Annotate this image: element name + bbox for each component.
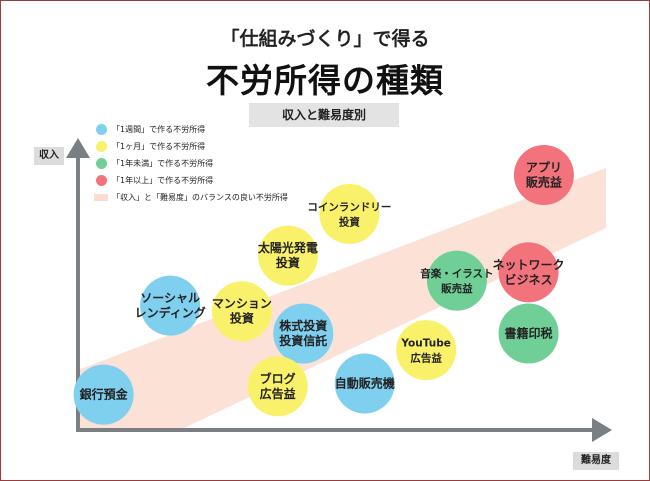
legend-label: 「1年以上」で作る不労所得 — [112, 176, 214, 185]
bubble-label: 投資 — [276, 255, 300, 270]
bubble-株式投資 投資信託: 株式投資投資信託 — [273, 303, 334, 364]
legend-swatch — [96, 141, 107, 152]
bubble-point — [334, 353, 395, 414]
legend-label: 「1年未満」で作る不労所得 — [112, 159, 214, 168]
bubble-label: ソーシャル — [140, 291, 200, 305]
legend-label: 「収入」と「難易度」のバランスの良い不労所得 — [112, 193, 288, 202]
legend: 「1週間」で作る不労所得 「1ヶ月」で作る不労所得 「1年未満」で作る不労所得 … — [92, 121, 312, 206]
bubble-label: マンション — [212, 297, 272, 311]
bubble-label: レンディング — [135, 305, 206, 320]
legend-item-lt1y: 「1年未満」で作る不労所得 — [92, 155, 312, 172]
chart-title: 不労所得の種類 — [206, 61, 444, 100]
chart-kicker: 「仕組みづくり」で得る — [220, 28, 430, 50]
bubble-自動販売機: 自動販売機 — [334, 353, 395, 414]
bubble-label: 投資 — [230, 311, 254, 326]
bubble-label: 投資 — [339, 215, 360, 228]
bubble-label: 太陽光発電 — [258, 240, 318, 255]
bubble-label: アプリ — [526, 160, 562, 175]
y-axis-arrow — [66, 138, 90, 158]
bubble-point — [513, 145, 574, 206]
legend-swatch — [96, 124, 107, 135]
bubble-label: 銀行預金 — [79, 387, 129, 402]
bubble-point — [73, 364, 134, 425]
legend-swatch — [96, 175, 107, 186]
legend-label: 「1週間」で作る不労所得 — [112, 125, 206, 134]
bubble-point — [396, 320, 457, 381]
legend-item-ge1y: 「1年以上」で作る不労所得 — [92, 172, 312, 189]
bubble-label: コインランドリー — [307, 201, 391, 213]
legend-item-1w: 「1週間」で作る不労所得 — [92, 121, 312, 138]
bubble-YouTube広告益: YouTube 広告益 — [396, 320, 457, 381]
bubble-point — [498, 303, 559, 364]
bubble-label: 書籍印税 — [505, 325, 553, 340]
bubble-label: ネットワーク — [493, 258, 565, 272]
bubble-label: 自動販売機 — [335, 376, 395, 391]
chart-subtitle: 収入と難易度別 — [249, 103, 399, 127]
bubble-point — [211, 281, 272, 342]
bubble-point — [426, 250, 487, 311]
bubble-label: 投資信託 — [279, 333, 327, 348]
bubble-label: YouTube — [400, 338, 450, 350]
legend-label: 「1ヶ月」で作る不労所得 — [112, 142, 206, 151]
bubble-label: ビジネス — [505, 272, 553, 287]
bubble-銀行預金: 銀行預金 — [73, 364, 134, 425]
bubble-point — [273, 303, 334, 364]
x-axis-label: 難易度 — [573, 452, 619, 470]
bubble-label: 販売益 — [441, 282, 473, 295]
bubble-label: 広告益 — [410, 352, 442, 365]
bubble-point — [247, 356, 308, 417]
bubble-label: 広告益 — [260, 386, 296, 401]
bubble-point — [140, 275, 201, 336]
legend-item-band: 「収入」と「難易度」のバランスの良い不労所得 — [92, 189, 312, 206]
bubble-point — [498, 242, 559, 303]
legend-swatch — [96, 158, 107, 169]
balance-band — [78, 168, 606, 430]
y-axis-label: 収入 — [34, 147, 64, 165]
bubble-label: ブログ — [260, 371, 296, 386]
legend-item-1m: 「1ヶ月」で作る不労所得 — [92, 138, 312, 155]
bubble-point — [257, 225, 318, 286]
x-axis-arrow — [592, 418, 612, 442]
bubble-書籍印税: 書籍印税 — [498, 303, 559, 364]
bubble-label: 販売益 — [526, 175, 562, 190]
bubble-point — [319, 183, 380, 244]
bubble-label: 株式投資 — [279, 318, 327, 333]
legend-band-swatch — [94, 194, 108, 201]
bubble-label: 音楽・イラスト — [420, 267, 493, 280]
